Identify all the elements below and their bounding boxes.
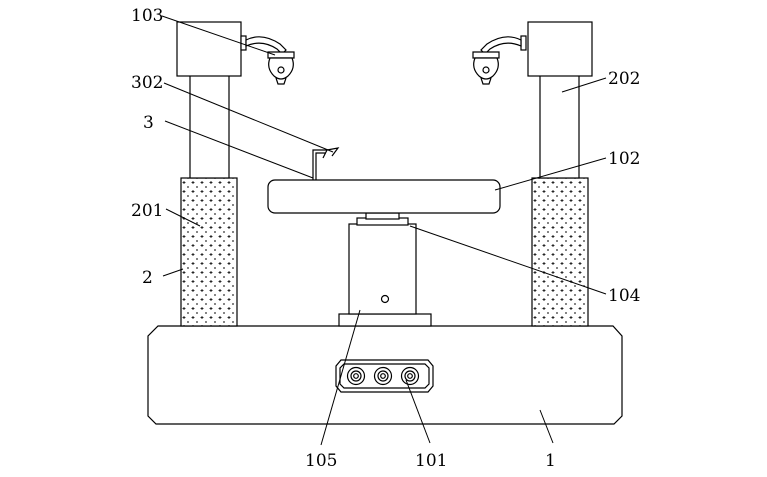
label-102: 102 <box>608 149 640 169</box>
label-101: 101 <box>415 451 447 471</box>
right-camera-icon <box>472 35 527 85</box>
right-lower-column <box>531 177 589 327</box>
right-upper-column <box>539 73 580 179</box>
label-104: 104 <box>608 286 640 306</box>
label-302: 302 <box>131 73 163 93</box>
control-knob-1 <box>346 366 366 386</box>
label-1: 1 <box>545 451 556 471</box>
leader-lines <box>161 15 607 446</box>
label-103: 103 <box>131 6 163 26</box>
lift-column-button <box>380 294 390 304</box>
left-camera-icon <box>240 35 295 85</box>
control-knob-2 <box>373 366 393 386</box>
left-lower-column <box>180 177 238 327</box>
label-201: 201 <box>131 201 163 221</box>
left-camera-housing <box>176 21 242 77</box>
platform <box>267 179 501 214</box>
label-2: 2 <box>142 268 153 288</box>
left-upper-column <box>189 73 230 179</box>
label-202: 202 <box>608 69 640 89</box>
control-knob-3 <box>400 366 420 386</box>
label-3: 3 <box>143 113 154 133</box>
connector-upper <box>365 212 400 220</box>
label-105: 105 <box>305 451 337 471</box>
right-camera-housing <box>527 21 593 77</box>
lift-column-base <box>338 313 432 327</box>
control-panel <box>335 359 434 393</box>
hook <box>312 149 328 180</box>
